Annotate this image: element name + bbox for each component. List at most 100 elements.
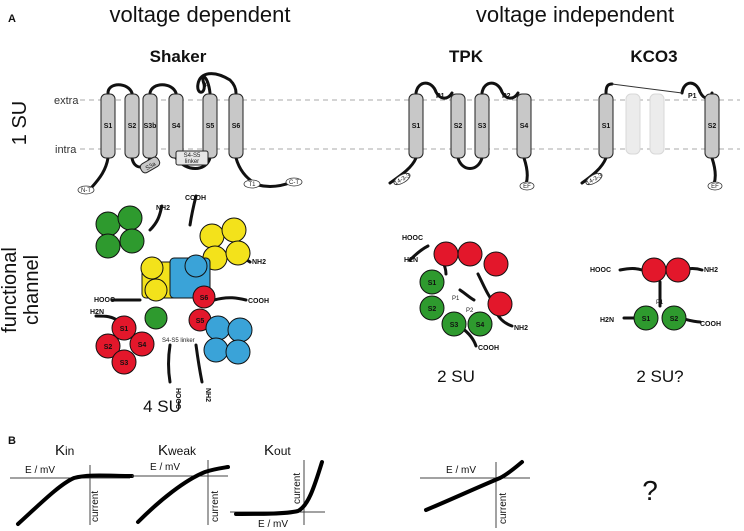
shaker-seg-s1: S1 — [104, 123, 113, 130]
iv-kout-title: Kout — [264, 442, 291, 459]
kco3-ch-label-s2: S2 — [670, 316, 679, 323]
kco3-pore-p1: P1 — [688, 93, 697, 100]
iv-kweak-title-main: K — [158, 442, 168, 459]
shaker-ch-red-s2 — [95, 333, 121, 359]
shaker-ch-green-5 — [144, 306, 168, 330]
iv-kin-ylabel: current — [90, 491, 101, 522]
iv-kout: Kout E / mV current — [230, 442, 325, 530]
shaker-ch-label-s5: S5 — [196, 318, 205, 325]
panel-b-letter: B — [8, 435, 16, 447]
shaker-ch-term-cooh-top: COOH — [185, 195, 206, 202]
shaker-ch-label-s3: S3 — [120, 360, 129, 367]
shaker-ch-term-h2n-left: H2N — [90, 309, 104, 316]
shaker-ch-linker-label: S4-S5 linker — [162, 338, 195, 344]
tpk-seg-s2: S2 — [454, 123, 463, 130]
shaker-tag-nt-label: N-T — [81, 188, 91, 194]
kco3-stoichiometry: 2 SU? — [636, 367, 683, 386]
tpk-ch-pore-p2: P2 — [466, 308, 474, 314]
shaker-ch-yellow-1 — [199, 223, 225, 249]
kco3-ghost-helix-2 — [649, 93, 665, 155]
kco3-ch-red-2 — [665, 257, 691, 283]
kco3-ghost-helix-1 — [625, 93, 641, 155]
shaker-tag-t1-label: T1 — [248, 182, 256, 188]
tpk-ch-term-hooc: HOOC — [402, 235, 423, 242]
tpk-ch-green-s3 — [441, 311, 467, 337]
tpk-ch-term-cooh: COOH — [478, 345, 499, 352]
shaker-tag-ct — [285, 177, 303, 187]
kco3-ch-term-cooh: COOH — [700, 321, 721, 328]
shaker-ch-red-s1 — [111, 315, 137, 341]
kco3-chain — [580, 81, 717, 186]
iv-kin-curve — [16, 473, 134, 526]
kco3-ch-green-s1 — [633, 305, 659, 331]
shaker-seg-s2: S2 — [128, 123, 137, 130]
shaker-helix-s6 — [228, 93, 244, 159]
tpk-ch-red-4 — [487, 291, 513, 317]
shaker-topology: S1 S2 S3b S4 S5 S6 S3a S4-S5 linker P N-… — [77, 72, 303, 195]
iv-kin-title-sub: in — [65, 444, 74, 458]
iv-kweak-curve — [136, 465, 230, 524]
row-label-functional-channel: functional channel — [0, 247, 43, 333]
tpk-pore-p2: P2 — [502, 93, 511, 100]
iv-kweak-title-sub: weak — [167, 444, 197, 458]
shaker-ch-red-s6 — [192, 285, 216, 309]
tpk-ch-red-1 — [433, 241, 459, 267]
kco3-ch-term-h2n: H2N — [600, 317, 614, 324]
shaker-s3a-label: S3a — [145, 161, 158, 172]
panel-a-letter: A — [8, 13, 16, 25]
kco3-channel: S1 S2 P1 HOOC NH2 H2N COOH 2 SU? — [590, 257, 721, 386]
shaker-seg-s5: S5 — [206, 123, 215, 130]
row-label-1su: 1 SU — [9, 101, 31, 145]
kco3-ch-red-1 — [641, 257, 667, 283]
kco3-tag-ef-label: EF — [711, 184, 719, 190]
shaker-ch-yellow-4 — [225, 240, 251, 266]
shaker-ch-green-3 — [95, 233, 121, 259]
tpk-stoichiometry: 2 SU — [437, 367, 475, 386]
tpk-ch-label-s1: S1 — [428, 280, 437, 287]
kco3-helix-s2 — [704, 93, 720, 159]
tpk-helix-s2 — [450, 93, 466, 159]
header-voltage-independent: voltage independent — [476, 2, 674, 27]
kco3-title: KCO3 — [630, 47, 677, 66]
tpk-channel: S1 S2 S3 S4 P1 P2 HOOC H2N NH2 COOH 2 SU — [402, 235, 528, 386]
kco3-helix-s1 — [598, 93, 614, 159]
shaker-stoichiometry: 4 SU — [143, 397, 181, 416]
tpk-seg-s3: S3 — [478, 123, 487, 130]
tpk-ch-green-s1 — [419, 269, 445, 295]
shaker-ch-label-s6: S6 — [200, 295, 209, 302]
kco3-ch-term-nh2: NH2 — [704, 267, 718, 274]
shaker-tag-t1 — [243, 179, 261, 189]
shaker-linker-label-2: linker — [185, 159, 199, 165]
shaker-ch-blue-2 — [205, 315, 231, 341]
tpk-ch-term-h2n: H2N — [404, 257, 418, 264]
shaker-s3a-helix — [139, 156, 161, 174]
shaker-ch-yellow-5 — [140, 256, 164, 280]
shaker-title: Shaker — [150, 47, 207, 66]
shaker-ch-red-s4 — [129, 331, 155, 357]
shaker-ch-green-2 — [117, 205, 143, 231]
shaker-ch-label-s1: S1 — [120, 326, 129, 333]
tpk-ch-red-3 — [483, 251, 509, 277]
iv-kout-xlabel: E / mV — [258, 519, 288, 530]
shaker-ch-term-nh2-right: NH2 — [252, 259, 266, 266]
shaker-ch-term-hooc-bottom: HOOC — [174, 388, 181, 409]
tpk-ch-green-s4 — [467, 311, 493, 337]
shaker-ch-label-s4: S4 — [138, 342, 147, 349]
shaker-helix-s5 — [202, 93, 218, 159]
row-label-functional: functional — [0, 247, 21, 333]
tpk-pore-p1: P1 — [436, 93, 445, 100]
shaker-ch-yellow-6 — [144, 278, 168, 302]
iv-kout-title-sub: out — [274, 444, 291, 458]
shaker-ch-blue-3 — [227, 317, 253, 343]
kco3-tag-ef — [707, 181, 723, 191]
tpk-seg-s1: S1 — [412, 123, 421, 130]
shaker-ch-blue-1 — [184, 254, 208, 278]
shaker-linker-label-1: S4-S5 — [184, 153, 201, 159]
tpk-helix-s3 — [474, 93, 490, 159]
tpk-ch-red-2 — [457, 241, 483, 267]
tpk-tag-ef — [519, 181, 535, 191]
shaker-ch-term-cooh-right: COOH — [248, 298, 269, 305]
shaker-ch-yellow-2 — [221, 217, 247, 243]
shaker-seg-s6: S6 — [232, 123, 241, 130]
